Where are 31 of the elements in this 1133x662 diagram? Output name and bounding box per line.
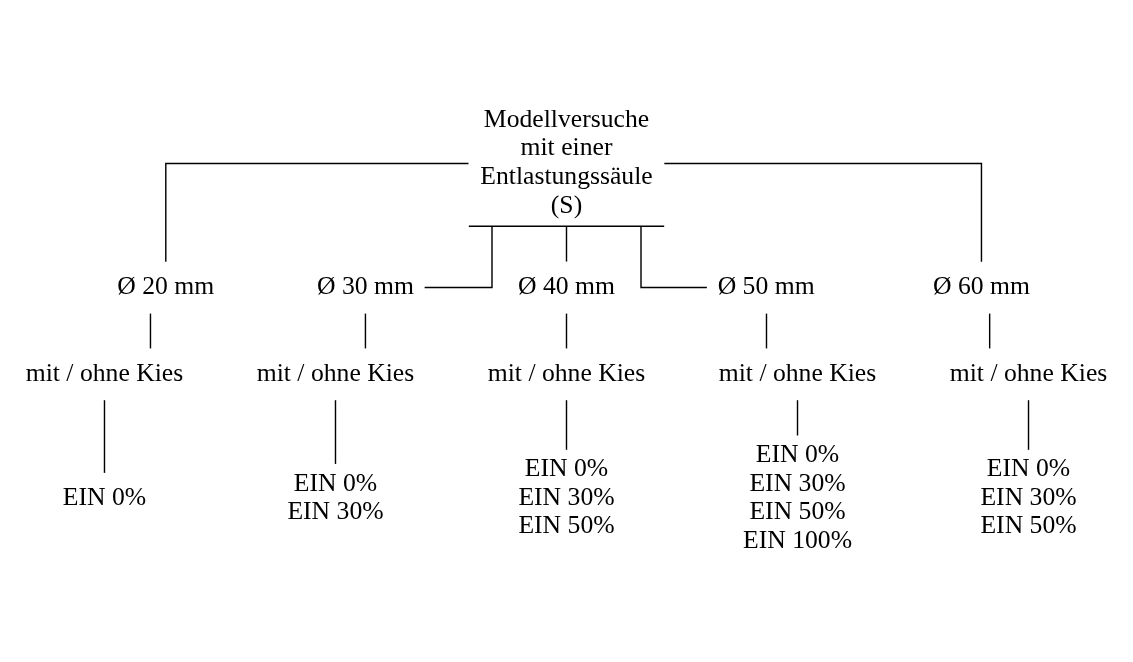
node-text: Ø 50 mm xyxy=(717,270,815,300)
node-text: Modellversuche mit einer Entlastungssäule (S) xyxy=(480,103,653,219)
connector xyxy=(565,399,568,451)
node-text: EIN 0% EIN 30% EIN 50% xyxy=(980,453,1077,540)
node-text: Ø 30 mm xyxy=(316,270,414,300)
connector xyxy=(765,312,768,350)
connector xyxy=(423,225,493,289)
connector xyxy=(796,399,799,437)
node-text: Ø 20 mm xyxy=(117,270,215,300)
connector xyxy=(103,399,106,474)
node-text: EIN 0% EIN 30% EIN 50% xyxy=(518,453,615,540)
connector xyxy=(663,162,983,263)
node-text: EIN 0% EIN 30% xyxy=(287,467,384,526)
connector xyxy=(640,225,708,289)
node-text: mit / ohne Kies xyxy=(25,357,184,387)
node-text: Ø 60 mm xyxy=(932,270,1030,300)
node-text: Ø 40 mm xyxy=(518,270,615,300)
node-text: EIN 0% xyxy=(62,481,147,511)
connector xyxy=(149,312,152,350)
connector xyxy=(334,399,337,465)
node-text: mit / ohne Kies xyxy=(949,357,1108,387)
connector xyxy=(364,312,367,350)
connector xyxy=(165,162,470,263)
connector xyxy=(988,312,991,350)
node-text: EIN 0% EIN 30% EIN 50% EIN 100% xyxy=(743,439,853,554)
node-text: mit / ohne Kies xyxy=(718,357,877,387)
connector xyxy=(1027,399,1030,451)
connector xyxy=(565,312,568,350)
connector xyxy=(565,225,568,263)
node-text: mit / ohne Kies xyxy=(487,357,646,387)
node-text: mit / ohne Kies xyxy=(256,357,415,387)
